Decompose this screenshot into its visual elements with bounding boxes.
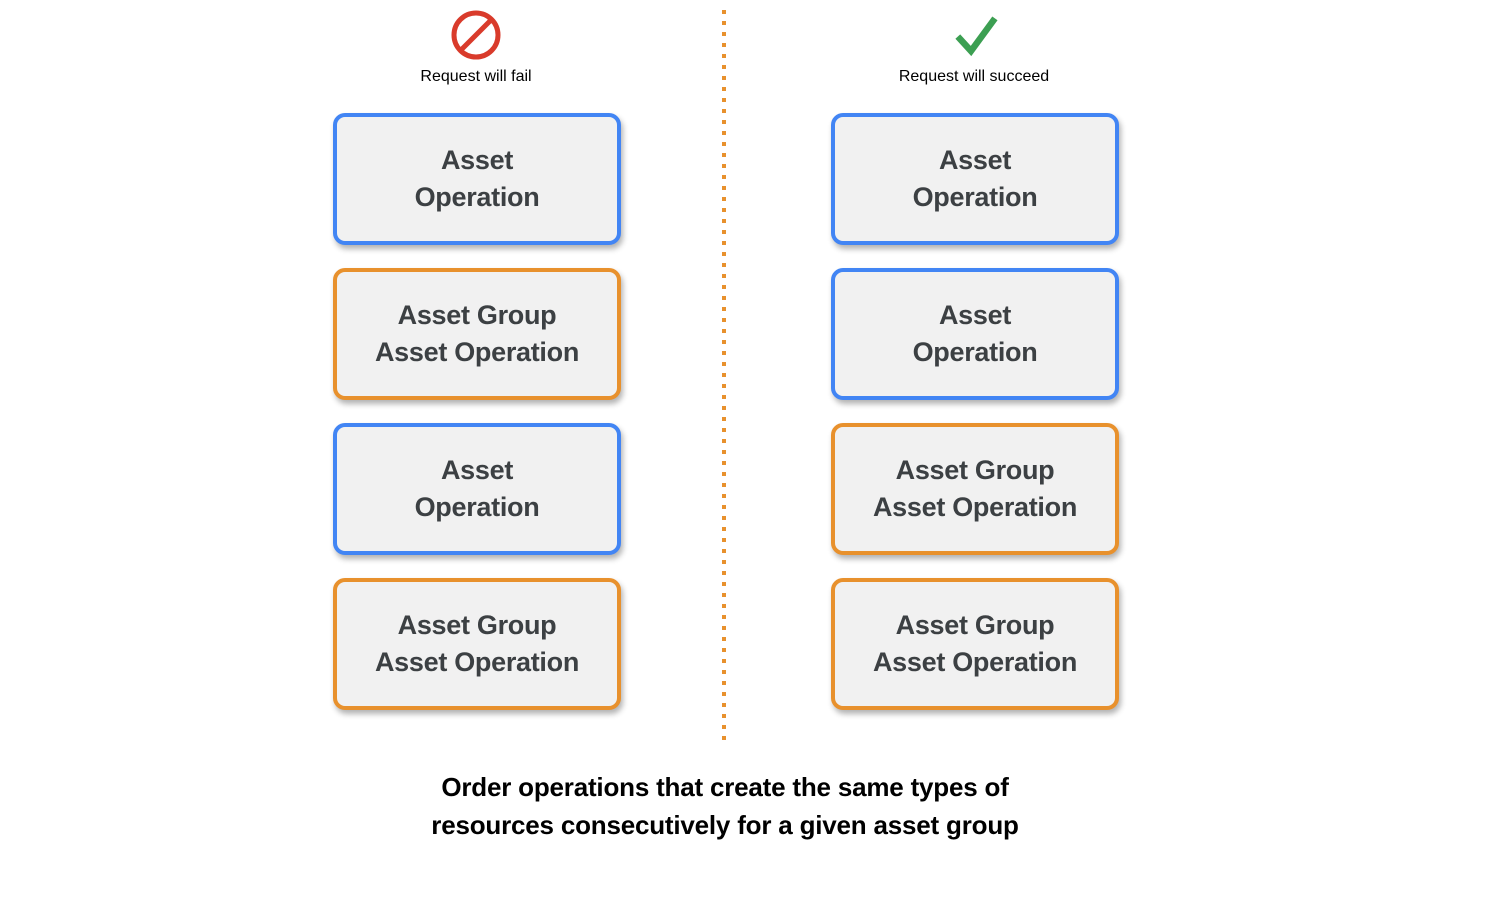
card-asset-operation[interactable]: Asset Operation bbox=[831, 113, 1119, 245]
card-label: Asset Operation bbox=[414, 455, 540, 522]
card-asset-operation[interactable]: Asset Operation bbox=[333, 423, 621, 555]
card-stack-fail: Asset Operation Asset Group Asset Operat… bbox=[333, 113, 621, 733]
card-label: Asset Group Asset Operation bbox=[374, 300, 580, 367]
column-divider bbox=[722, 10, 726, 740]
column-fail-header: Request will fail bbox=[311, 8, 641, 86]
card-asset-group-asset-operation[interactable]: Asset Group Asset Operation bbox=[333, 578, 621, 710]
card-asset-group-asset-operation[interactable]: Asset Group Asset Operation bbox=[831, 423, 1119, 555]
card-label: Asset Group Asset Operation bbox=[872, 455, 1078, 522]
card-asset-group-asset-operation[interactable]: Asset Group Asset Operation bbox=[333, 268, 621, 400]
card-asset-operation[interactable]: Asset Operation bbox=[831, 268, 1119, 400]
column-succeed-header: Request will succeed bbox=[809, 8, 1139, 86]
card-label: Asset Group Asset Operation bbox=[374, 610, 580, 677]
column-succeed-label: Request will succeed bbox=[898, 68, 1050, 85]
card-stack-succeed: Asset Operation Asset Operation Asset Gr… bbox=[831, 113, 1119, 733]
card-label: Asset Operation bbox=[414, 145, 540, 212]
card-label: Asset Operation bbox=[912, 145, 1038, 212]
card-label: Asset Operation bbox=[912, 300, 1038, 367]
prohibition-icon bbox=[451, 10, 501, 60]
check-icon bbox=[955, 16, 998, 57]
diagram-caption: Order operations that create the same ty… bbox=[431, 772, 1019, 840]
card-asset-operation[interactable]: Asset Operation bbox=[333, 113, 621, 245]
column-fail-label: Request will fail bbox=[420, 68, 532, 85]
card-asset-group-asset-operation[interactable]: Asset Group Asset Operation bbox=[831, 578, 1119, 710]
card-label: Asset Group Asset Operation bbox=[872, 610, 1078, 677]
